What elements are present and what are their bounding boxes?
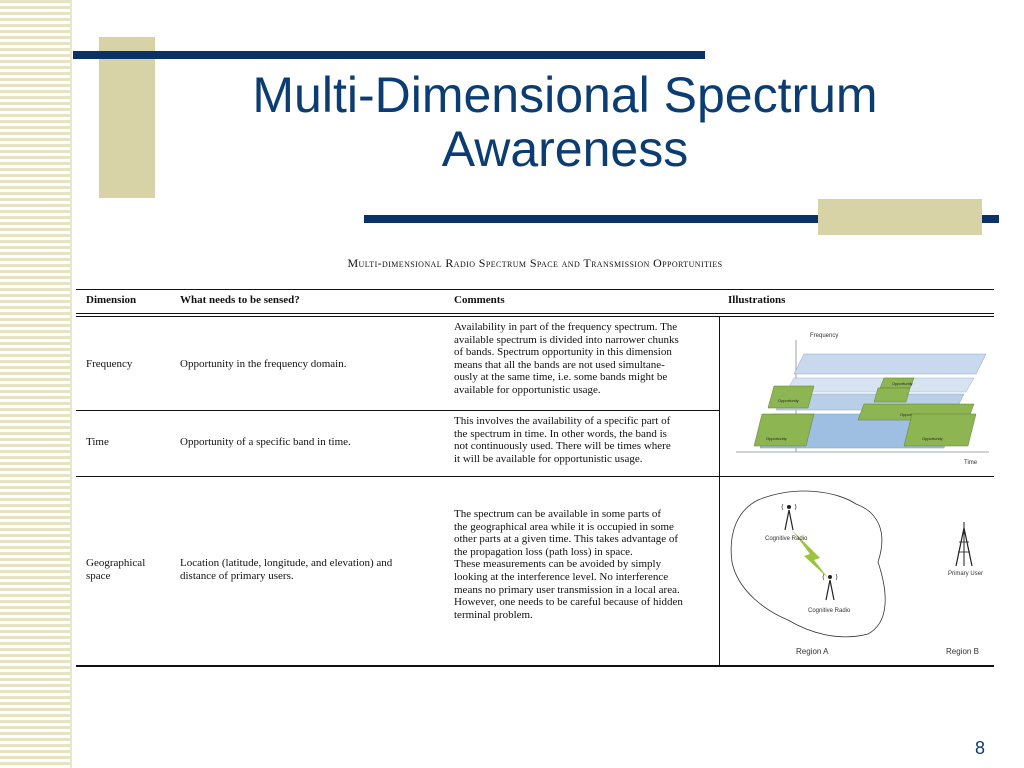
- row-geo-dimension: Geographical space: [86, 557, 145, 582]
- header-what-sensed: What needs to be sensed?: [180, 294, 300, 306]
- time-axis-label: Time: [964, 460, 978, 466]
- comment-line: However, one needs to be careful because…: [454, 596, 683, 609]
- cognitive-radio-antenna-icon: [781, 503, 797, 531]
- decorative-tan-block-top: [99, 37, 155, 198]
- comment-line: not continuously used. There will be tim…: [454, 440, 671, 453]
- cognitive-radio-2-label: Cognitive Radio: [808, 608, 851, 614]
- region-a-label: Region A: [796, 647, 829, 656]
- decorative-tan-block-bottom: [818, 199, 982, 235]
- decorative-navy-bar-top: [73, 51, 705, 59]
- cognitive-radio-antenna-icon: [822, 573, 838, 601]
- row-geo-sensed-line1: Location (latitude, longitude, and eleva…: [180, 557, 393, 569]
- opportunity-block: [903, 413, 977, 447]
- comment-line: the propagation loss (path loss) in spac…: [454, 545, 633, 558]
- column-divider: [719, 317, 720, 665]
- geographical-illustration: Cognitive Radio Cognitive Radio Primary …: [730, 490, 983, 656]
- page-number: 8: [974, 738, 985, 758]
- table-caption: Multi-dimensional Radio Spectrum Space a…: [347, 256, 723, 270]
- table-rule-header: [76, 313, 994, 314]
- row-time-sensed: Opportunity of a specific band in time.: [180, 436, 351, 448]
- row-frequency-dimension: Frequency: [86, 358, 133, 370]
- cognitive-radio-1-label: Cognitive Radio: [765, 536, 808, 542]
- row-divider-1: [76, 410, 720, 411]
- comment-line: This involves the availability of a spec…: [454, 415, 671, 427]
- comment-line: the spectrum in time. In other words, th…: [454, 427, 667, 440]
- comment-line: of bands. Spectrum opportunity in this d…: [454, 346, 672, 359]
- opportunity-label: Opportunity: [892, 381, 913, 386]
- comment-line: available spectrum is divided into narro…: [454, 333, 679, 346]
- table-rule-top: [76, 289, 994, 290]
- spectrum-band-back: [793, 353, 987, 375]
- table-rule-bottom: [76, 665, 994, 667]
- row-time-dimension: Time: [86, 436, 109, 448]
- row-geo-sensed: Location (latitude, longitude, and eleva…: [180, 557, 392, 582]
- row-divider-2: [76, 476, 994, 477]
- comment-line: These measurements can be avoided by sim…: [454, 558, 662, 571]
- opportunity-label: Opportunity: [778, 398, 799, 403]
- comment-line: the geographical area while it is occupi…: [454, 520, 674, 533]
- comment-line: ously at the same time, i.e. some bands …: [454, 371, 668, 384]
- row-time-comment: This involves the availability of a spec…: [454, 415, 710, 465]
- frequency-axis-label: Frequency: [810, 333, 838, 339]
- comment-line: means that all the bands are not used si…: [454, 358, 665, 371]
- row-geo-dimension-line2: space: [86, 569, 111, 582]
- row-geo-comment: The spectrum can be available in some pa…: [454, 508, 710, 621]
- opportunity-label: Opportunity: [922, 436, 943, 441]
- comment-line: other parts at a given time. This takes …: [454, 533, 679, 546]
- region-a-boundary: [730, 490, 886, 638]
- slide-title-line2: Awareness: [441, 121, 689, 177]
- header-comments: Comments: [454, 294, 505, 306]
- decorative-navy-bar-bottom: [364, 215, 999, 223]
- slide-title: Multi-Dimensional Spectrum Awareness: [160, 68, 970, 176]
- header-illustrations: Illustrations: [728, 294, 786, 306]
- comment-line: The spectrum can be available in some pa…: [454, 508, 662, 520]
- primary-user-tower-icon: [955, 522, 973, 567]
- opportunity-label: Opportunity: [900, 412, 921, 417]
- interference-bolt-icon: [792, 530, 828, 578]
- row-geo-dimension-line1: Geographical: [86, 557, 146, 569]
- region-b-label: Region B: [946, 647, 979, 656]
- comment-line: terminal problem.: [454, 608, 533, 621]
- primary-user-label: Primary User: [948, 571, 983, 577]
- table-rule-header-double: [76, 316, 994, 317]
- comment-line: available for opportunistic usage.: [454, 383, 601, 396]
- left-decorative-stripes: [0, 0, 72, 768]
- row-frequency-comment: Availability in part of the frequency sp…: [454, 321, 710, 397]
- comment-line: it will be available for opportunistic u…: [454, 452, 643, 465]
- comment-line: looking at the interference level. No in…: [454, 570, 669, 583]
- opportunity-block: [753, 413, 815, 447]
- header-dimension: Dimension: [86, 294, 137, 306]
- row-frequency-sensed: Opportunity in the frequency domain.: [180, 358, 347, 370]
- opportunity-label: Opportunity: [766, 436, 787, 441]
- comment-line: Availability in part of the frequency sp…: [454, 321, 678, 333]
- opportunity-block: [873, 387, 911, 403]
- slide-title-line1: Multi-Dimensional Spectrum: [252, 67, 878, 123]
- frequency-time-illustration: Frequency Time Opportunity Opportunity O…: [736, 333, 989, 466]
- comment-line: means no primary user transmission in a …: [454, 583, 680, 596]
- opportunity-block: [767, 385, 815, 409]
- row-geo-sensed-line2: distance of primary users.: [180, 569, 294, 582]
